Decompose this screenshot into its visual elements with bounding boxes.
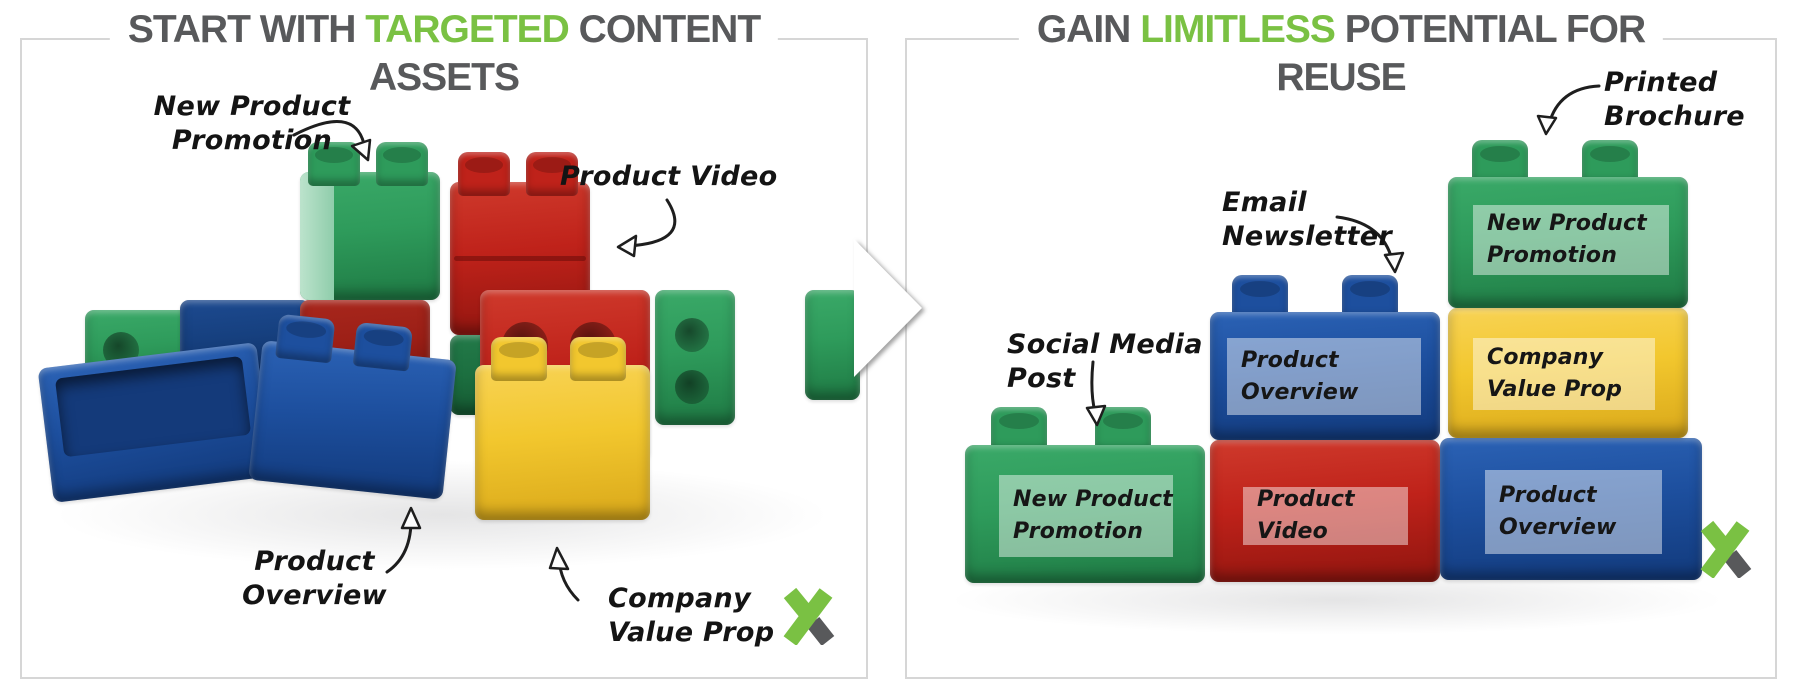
- brick-new-product-promotion-bottom: New Product Promotion: [965, 445, 1205, 583]
- brick-company-value-prop: Company Value Prop: [1448, 308, 1688, 438]
- lego-brick-green-center: [300, 142, 440, 300]
- left-title-line2: ASSETS: [368, 56, 520, 99]
- annotation-company-value-prop: Company Value Prop: [608, 583, 775, 648]
- brick-product-overview-bottom: Product Overview: [1440, 438, 1702, 580]
- x-logo: [1700, 520, 1752, 578]
- left-title-highlight: TARGETED: [365, 8, 570, 51]
- brick-product-video: Product Video: [1210, 440, 1440, 582]
- brick-product-overview-middle: Product Overview: [1210, 312, 1440, 440]
- lego-brick-green-right: [655, 290, 735, 425]
- left-title-line1: START WITH TARGETED CONTENT: [127, 8, 761, 51]
- arrowhead-printed-brochure: [1536, 114, 1558, 136]
- left-photo-area: New Product Promotion Product Video Prod…: [22, 40, 866, 677]
- annotation-product-video: Product Video: [560, 161, 778, 192]
- annotation-new-product-promotion: New Product Promotion: [153, 91, 351, 156]
- right-title-line2: REUSE: [1276, 56, 1406, 99]
- right-title-line1: GAIN LIMITLESS POTENTIAL FOR: [1036, 8, 1646, 51]
- x-logo: [783, 587, 835, 645]
- annotation-product-overview: Product Overview: [242, 546, 387, 611]
- brick-new-product-promotion-top: New Product Promotion: [1448, 177, 1688, 308]
- lego-brick-blue-tilted: [248, 313, 457, 500]
- lego-brick-blue-upsidedown: [37, 342, 273, 503]
- lego-brick-green-edge: [805, 290, 860, 400]
- annotation-email-newsletter: Email Newsletter: [1222, 187, 1392, 252]
- annotation-social-media-post: Social Media Post: [1007, 329, 1203, 394]
- right-title-highlight: LIMITLESS: [1140, 8, 1336, 51]
- arrowhead-email-newsletter: [1383, 251, 1405, 274]
- lego-brick-red-column: [450, 152, 590, 335]
- lego-brick-yellow: [475, 337, 650, 520]
- left-panel-title: START WITH TARGETED CONTENT ASSETS: [109, 6, 779, 102]
- annotation-printed-brochure: Printed Brochure: [1604, 67, 1745, 132]
- right-panel-title: GAIN LIMITLESS POTENTIAL FOR REUSE: [1018, 6, 1664, 102]
- left-panel: START WITH TARGETED CONTENT ASSETS: [20, 6, 868, 679]
- right-photo-area: New Product Promotion Product Video Prod…: [907, 40, 1775, 677]
- arrowhead-product-video: [616, 234, 638, 258]
- right-panel: GAIN LIMITLESS POTENTIAL FOR REUSE New P…: [905, 6, 1777, 679]
- transform-arrow: [854, 239, 922, 377]
